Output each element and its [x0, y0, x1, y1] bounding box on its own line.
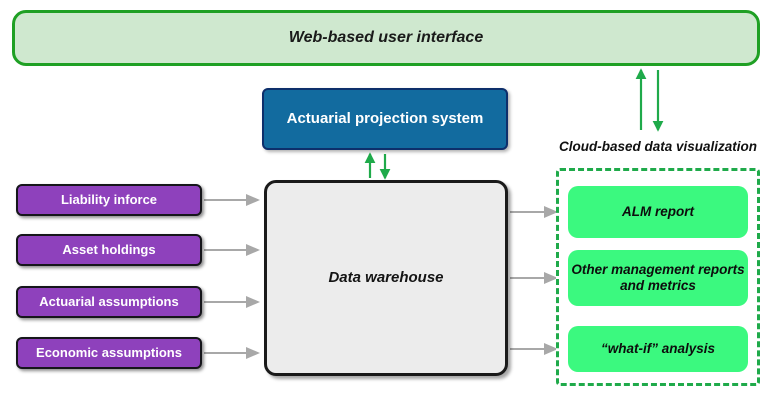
input-connectors: [204, 194, 260, 359]
output-node-what-if-analysis[interactable]: “what-if” analysis: [568, 326, 748, 372]
cloud-group-label: Cloud-based data visualization: [558, 139, 758, 155]
input-node-actuarial-assumptions[interactable]: Actuarial assumptions: [16, 286, 202, 318]
input-node-economic-assumptions[interactable]: Economic assumptions: [16, 337, 202, 369]
output-node-other-management-reports[interactable]: Other management reports and metrics: [568, 250, 748, 306]
input-node-liability-inforce[interactable]: Liability inforce: [16, 184, 202, 216]
web-based-user-interface-node[interactable]: Web-based user interface: [12, 10, 760, 66]
webui-cloud-bidirectional-arrows: [635, 68, 664, 132]
output-node-alm-report[interactable]: ALM report: [568, 186, 748, 238]
projection-warehouse-bidirectional-arrows: [364, 152, 391, 180]
actuarial-projection-system-node[interactable]: Actuarial projection system: [262, 88, 508, 150]
input-node-asset-holdings[interactable]: Asset holdings: [16, 234, 202, 266]
data-warehouse-node[interactable]: Data warehouse: [264, 180, 508, 376]
output-connectors: [510, 206, 558, 355]
